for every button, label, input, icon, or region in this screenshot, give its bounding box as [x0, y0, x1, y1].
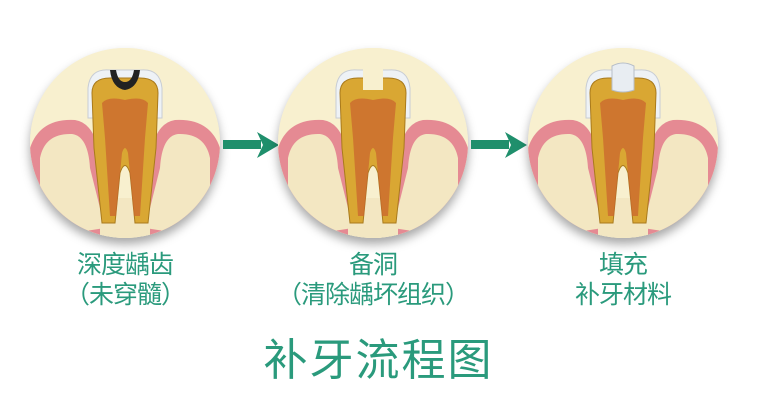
step-1-label: 深度龋齿 （未穿髓） — [10, 250, 240, 310]
tooth-filled-icon — [528, 48, 718, 238]
step-2-label: 备洞 （清除龋坏组织） — [258, 250, 488, 310]
tooth-illustration-decay — [30, 48, 220, 238]
step-3-subtitle: 补牙材料 — [574, 280, 672, 309]
step-1-deep-caries — [30, 48, 220, 238]
step-2-cavity-prep — [278, 48, 468, 238]
step-3-label: 填充 补牙材料 — [508, 250, 738, 310]
arrow-right-icon — [471, 132, 527, 158]
diagram-title: 补牙流程图 — [263, 335, 494, 386]
tooth-decay-icon — [30, 48, 220, 238]
tooth-illustration-filled — [528, 48, 718, 238]
tooth-prepared-icon — [278, 48, 468, 238]
step-1-title: 深度龋齿 — [76, 250, 174, 279]
step-3-filling — [528, 48, 718, 238]
step-3-title: 填充 — [598, 250, 648, 279]
tooth-illustration-prepared — [278, 48, 468, 238]
step-2-title: 备洞 — [348, 250, 398, 279]
step-2-subtitle: （清除龋坏组织） — [276, 280, 470, 309]
step-1-subtitle: （未穿髓） — [64, 280, 186, 309]
arrow-right-icon — [223, 132, 279, 158]
